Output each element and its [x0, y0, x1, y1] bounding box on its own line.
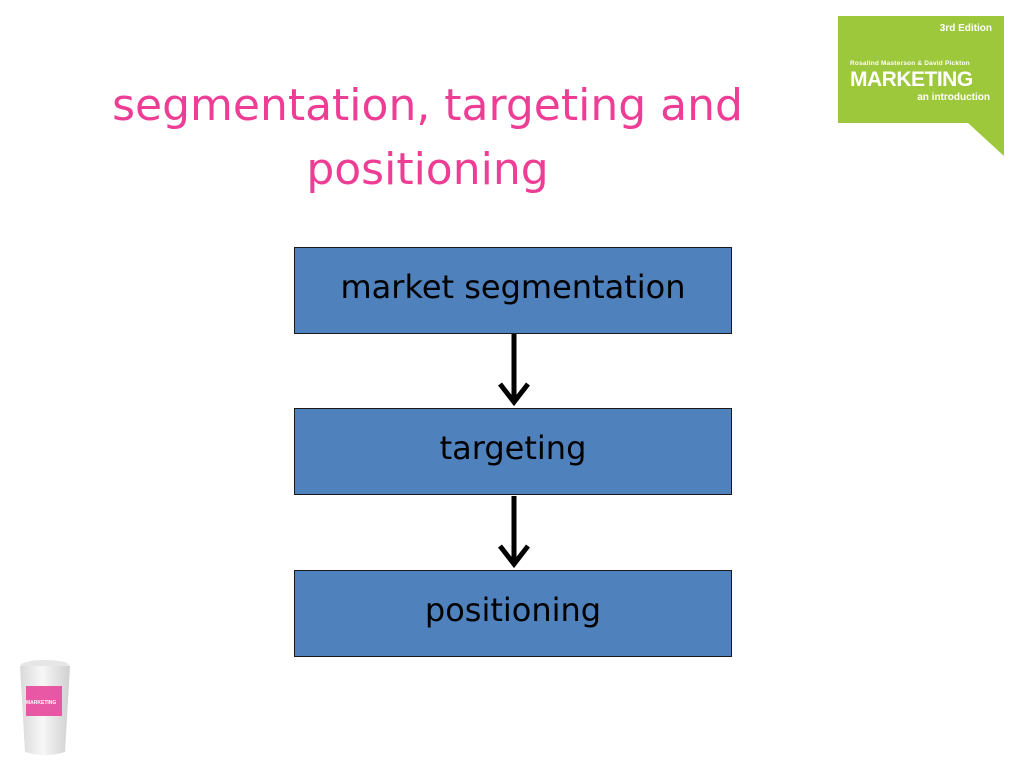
- book-title: MARKETING: [850, 68, 973, 91]
- slide-title-line-2: positioning: [306, 144, 549, 195]
- cup-label: MARKETING: [26, 700, 57, 706]
- book-subtitle: an introduction: [917, 92, 990, 103]
- book-logo: 3rd Edition Rosalind Masterson & David P…: [838, 16, 1004, 156]
- down-arrow-icon: [498, 496, 530, 569]
- slide-title: segmentation, targeting and positioning: [60, 74, 795, 202]
- flow-step-label: positioning: [424, 590, 602, 629]
- slide-title-line-1: segmentation, targeting and: [112, 80, 743, 131]
- flow-step-market-segmentation: market segmentation: [294, 247, 732, 334]
- down-arrow-icon: [498, 334, 530, 407]
- book-authors: Rosalind Masterson & David Pickton: [850, 60, 970, 67]
- flow-step-label: targeting: [439, 428, 587, 467]
- coffee-cup-icon: [20, 660, 70, 755]
- book-edition: 3rd Edition: [939, 23, 992, 34]
- book-logo-shape: [838, 16, 1004, 156]
- flow-step-targeting: targeting: [294, 408, 732, 495]
- flow-step-positioning: positioning: [294, 570, 732, 657]
- flow-step-label: market segmentation: [340, 267, 686, 306]
